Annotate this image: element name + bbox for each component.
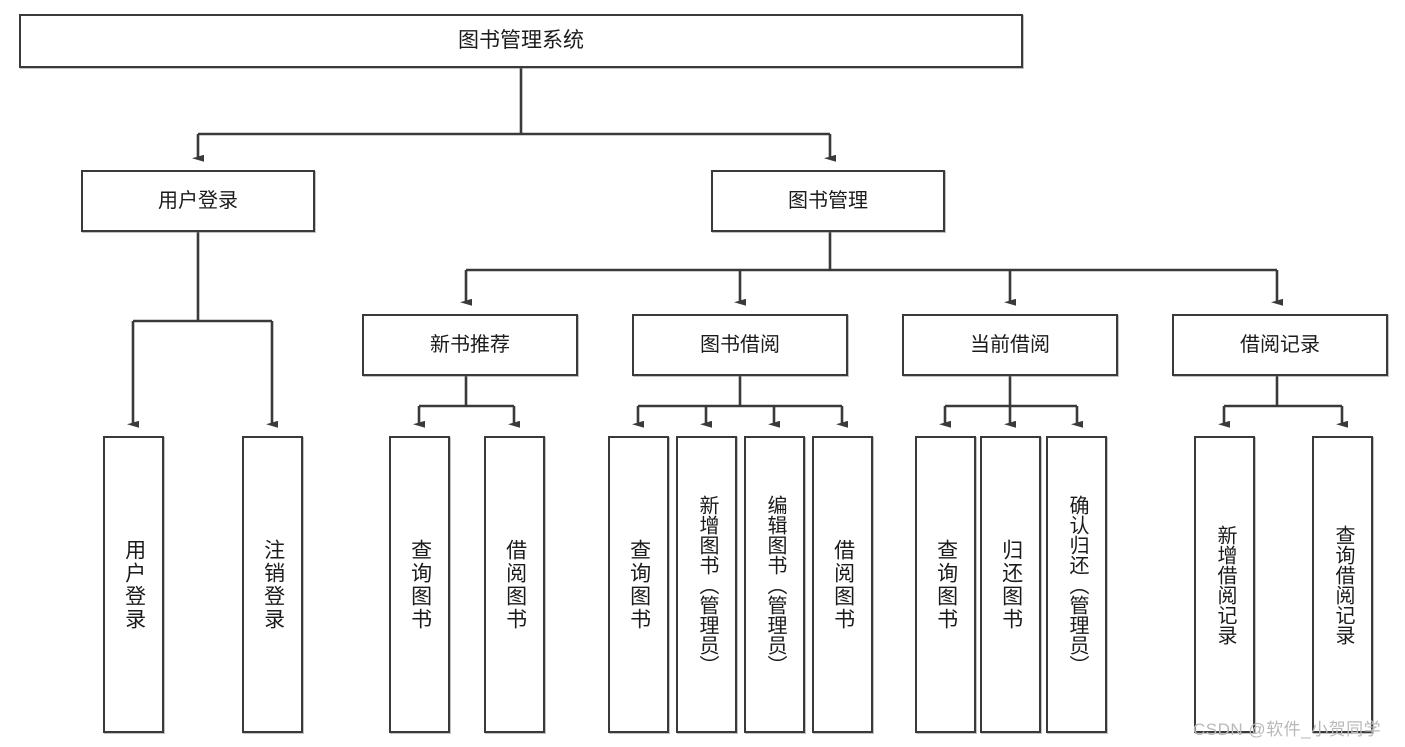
leaf-new-book-query[interactable]: 查询图书 xyxy=(389,436,450,733)
node-label-book-borrow: 图书借阅 xyxy=(700,333,780,356)
leaf-borrow-record-query[interactable]: 查询借阅记录 xyxy=(1312,436,1373,733)
connectors-user-login xyxy=(127,232,278,428)
connectors-book-borrow xyxy=(632,376,848,428)
leaf-label-book-borrow-borrow: 借阅图书 xyxy=(831,538,855,631)
leaf-user-login-login[interactable]: 用户登录 xyxy=(103,436,164,733)
connectors-book-manage xyxy=(460,232,1283,306)
connectors-new-book xyxy=(413,376,520,428)
leaf-book-borrow-add[interactable]: 新增图书（管理员） xyxy=(676,436,737,733)
node-root-system[interactable]: 图书管理系统 xyxy=(19,14,1023,68)
leaf-label-user-login-logout: 注销登录 xyxy=(261,538,285,631)
leaf-label-current-borrow-return: 归还图书 xyxy=(999,538,1023,631)
leaf-borrow-record-add[interactable]: 新增借阅记录 xyxy=(1194,436,1255,733)
leaf-label-user-login-login: 用户登录 xyxy=(122,538,146,631)
node-label-current-borrow: 当前借阅 xyxy=(970,333,1050,356)
node-label-new-book-recommend: 新书推荐 xyxy=(430,333,510,356)
node-borrow-record[interactable]: 借阅记录 xyxy=(1172,314,1388,376)
leaf-book-borrow-query[interactable]: 查询图书 xyxy=(608,436,669,733)
node-label-borrow-record: 借阅记录 xyxy=(1240,333,1320,356)
leaf-label-book-borrow-add: 新增图书（管理员） xyxy=(696,494,718,675)
leaf-label-new-book-borrow: 借阅图书 xyxy=(503,538,527,631)
leaf-user-login-logout[interactable]: 注销登录 xyxy=(242,436,303,733)
node-current-borrow[interactable]: 当前借阅 xyxy=(902,314,1118,376)
node-user-login[interactable]: 用户登录 xyxy=(81,170,315,232)
leaf-label-borrow-record-add: 新增借阅记录 xyxy=(1214,524,1236,645)
connectors-borrow-record xyxy=(1218,376,1348,428)
node-label-root: 图书管理系统 xyxy=(458,28,584,52)
leaf-label-current-borrow-query: 查询图书 xyxy=(934,538,958,631)
leaf-current-borrow-return[interactable]: 归还图书 xyxy=(980,436,1041,733)
leaf-label-current-borrow-confirm: 确认归还（管理员） xyxy=(1066,494,1088,675)
leaf-book-borrow-borrow[interactable]: 借阅图书 xyxy=(812,436,873,733)
leaf-current-borrow-query[interactable]: 查询图书 xyxy=(915,436,976,733)
leaf-book-borrow-edit[interactable]: 编辑图书（管理员） xyxy=(744,436,805,733)
leaf-new-book-borrow[interactable]: 借阅图书 xyxy=(484,436,545,733)
node-book-management[interactable]: 图书管理 xyxy=(711,170,945,232)
leaf-label-borrow-record-query: 查询借阅记录 xyxy=(1332,524,1354,645)
node-label-user-login: 用户登录 xyxy=(158,189,238,212)
node-new-book-recommend[interactable]: 新书推荐 xyxy=(362,314,578,376)
leaf-current-borrow-confirm[interactable]: 确认归还（管理员） xyxy=(1046,436,1107,733)
connectors-root xyxy=(192,68,836,162)
leaf-label-book-borrow-edit: 编辑图书（管理员） xyxy=(764,494,786,675)
node-label-book-management: 图书管理 xyxy=(788,189,868,212)
connectors-current-borrow xyxy=(939,376,1083,428)
leaf-label-book-borrow-query: 查询图书 xyxy=(627,538,651,631)
leaf-label-new-book-query: 查询图书 xyxy=(408,538,432,631)
node-book-borrow[interactable]: 图书借阅 xyxy=(632,314,848,376)
